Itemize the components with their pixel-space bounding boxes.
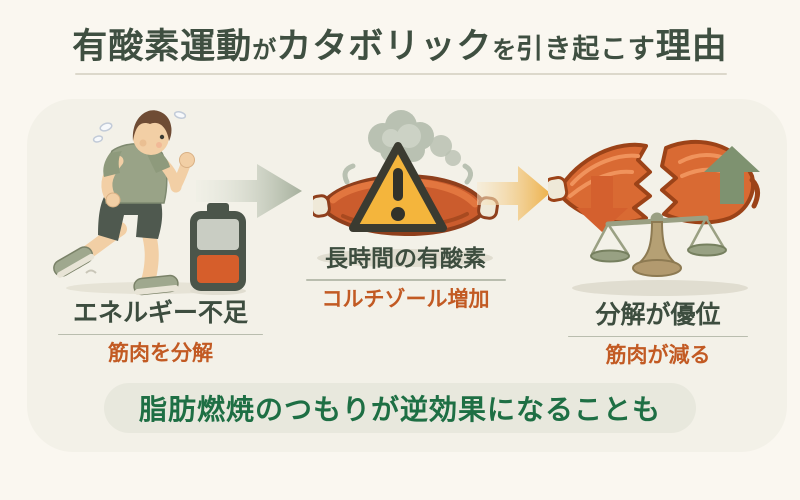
low-battery-icon <box>190 203 246 295</box>
title-segment-main3: 理由 <box>655 27 728 67</box>
increase-arrow-icon <box>704 146 760 204</box>
title-segment-particle2: を <box>492 36 517 64</box>
runner-illustration-icon <box>53 110 236 296</box>
muscle-warning-icon <box>313 110 499 267</box>
page-title: 有酸素運動 が カタボリック を 引き起こす 理由 <box>0 18 800 70</box>
step-subtitle: 筋肉を分解 <box>108 341 213 365</box>
title-segment-main1: 有酸素運動 <box>72 27 253 67</box>
balance-scale-icon <box>590 212 727 277</box>
title-segment-verb: 引き起こす <box>516 34 656 65</box>
step-subtitle: コルチゾール増加 <box>321 286 490 311</box>
title-divider <box>75 73 727 75</box>
step-subtitle: 筋肉が減る <box>605 343 711 367</box>
step-label-energy: エネルギー不足 筋肉を分解 <box>38 299 283 365</box>
footer-banner: 脂肪燃焼のつもりが逆効果になることも <box>104 383 696 433</box>
torn-muscle-scale-icon <box>548 139 760 296</box>
step-title: エネルギー不足 <box>72 298 248 327</box>
step-label-breakdown: 分解が優位 筋肉が減る <box>553 301 763 367</box>
step-label-cortisol: 長時間の有酸素 コルチゾール増加 <box>298 246 513 311</box>
footer-text: 脂肪燃焼のつもりが逆効果になることも <box>138 393 661 426</box>
label-divider <box>305 279 506 281</box>
title-segment-particle1: が <box>252 36 277 64</box>
step-title: 長時間の有酸素 <box>325 246 486 272</box>
steam-clouds-icon <box>368 110 461 166</box>
step-title: 分解が優位 <box>595 300 721 329</box>
right-arrow-icon <box>477 166 550 221</box>
decrease-arrow-icon <box>576 176 628 232</box>
right-arrow-icon <box>196 164 302 218</box>
title-segment-main2: カタボリック <box>276 27 493 67</box>
label-divider <box>58 333 263 335</box>
label-divider <box>568 335 748 337</box>
warning-triangle-icon <box>349 142 447 232</box>
